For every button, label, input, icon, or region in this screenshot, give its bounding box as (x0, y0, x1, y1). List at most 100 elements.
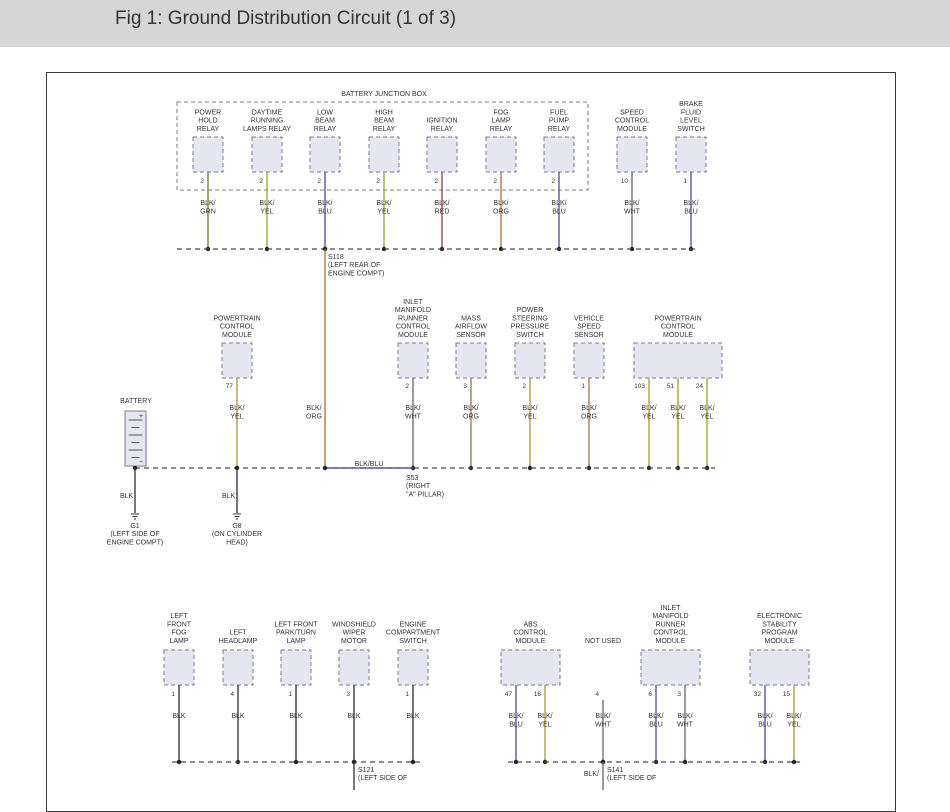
row1-component-8-pin-number: 1 (683, 178, 687, 185)
splice-s141-note: (LEFT SIDE OF (607, 775, 656, 782)
row3-component-3-box (338, 649, 370, 686)
row1-component-5-label: LAMP (491, 118, 510, 125)
row3-component-8-wire-label: BLK/ (757, 713, 772, 720)
row1-component-7-wire-label: WHT (624, 208, 641, 215)
row2-component-4-pin-number: 1 (581, 383, 585, 390)
ground-G8-wire-label: BLK (222, 493, 236, 500)
row1-component-7-label: CONTROL (615, 118, 649, 125)
row3-component-8-label: MODULE (765, 638, 795, 645)
row3-component-2-label: LAMP (286, 638, 305, 645)
row1-component-1-pin-number: 2 (259, 178, 263, 185)
row3-component-5-wire-label: YEL (538, 721, 551, 728)
row2-component-0-label: CONTROL (220, 324, 254, 331)
row1-component-3-label: HIGH (375, 109, 393, 116)
row3-component-8-label: ELECTRONIC (757, 613, 802, 620)
row1-component-2-label: RELAY (314, 126, 337, 133)
splice-s118-note: (LEFT REAR OF (328, 262, 380, 269)
row3-component-3-label: WIPER (343, 630, 366, 637)
row3-component-8-wire-label: BLU (758, 721, 772, 728)
row1-component-4-label: IGNITION (426, 118, 457, 125)
row1-component-4-wire-label: BLK/ (434, 200, 449, 207)
row1-component-5-pin-number: 2 (493, 178, 497, 185)
row2-component-1-label: CONTROL (396, 324, 430, 331)
row3-component-5-label: CONTROL (513, 630, 547, 637)
figure-title: Fig 1: Ground Distribution Circuit (1 of… (115, 8, 457, 29)
row2-bus-wire-label: BLK/BLU (355, 461, 384, 468)
row1-component-0-wire-label: GRN (200, 208, 216, 215)
row3-component-6-pin-number: 4 (595, 691, 599, 698)
row1-component-5-wire-label: BLK/ (493, 200, 508, 207)
row2-component-4-label: VEHICLE (574, 315, 604, 322)
row3-component-7-wire-label: WHT (677, 721, 694, 728)
row3-component-0-label: LAMP (169, 638, 188, 645)
row3-component-7-label: MANIFOLD (652, 613, 688, 620)
row3-component-2-pin-number: 1 (288, 691, 292, 698)
row3-component-8-label: PROGRAM (761, 630, 797, 637)
row1-component-6-box (543, 136, 575, 173)
row1-component-2-box (309, 136, 341, 173)
row1-component-5-label: FOG (493, 109, 508, 116)
row3-component-1-label: HEADLAMP (219, 638, 258, 645)
row1-component-1-wire-label: YEL (260, 208, 273, 215)
row1-component-0-wire-label: BLK/ (200, 200, 215, 207)
row2-component-4-label: SPEED (577, 324, 601, 331)
row3-component-7-bus-dot (682, 759, 688, 765)
row1-component-8-box (675, 136, 707, 173)
row3-component-2-box (280, 649, 312, 686)
row3-component-7-label: CONTROL (653, 630, 687, 637)
row3-component-5-pin-number: 16 (534, 691, 542, 698)
row3-component-2-wire-label: BLK (289, 713, 303, 720)
row1-component-6-wire-label: BLU (552, 208, 566, 215)
row3-component-2-label: PARK/TURN (276, 630, 316, 637)
row1-component-8-label: LEVEL (680, 118, 702, 125)
row2-component-0-wire-label: YEL (230, 413, 243, 420)
row2-component-5-wire-label: BLK/ (699, 405, 714, 412)
row2-component-5-box (633, 342, 723, 379)
row2-component-0-wire-label: BLK/ (229, 405, 244, 412)
row3-component-0-label: LEFT (170, 613, 188, 620)
row1-component-3-label: BEAM (374, 118, 394, 125)
row3-component-5-pin-number: 47 (505, 691, 513, 698)
row1-component-6-label: RELAY (548, 126, 571, 133)
row1-component-2-wire-label: BLU (318, 208, 332, 215)
row2-component-0-box (221, 342, 253, 379)
row2-component-5-pin-number: 24 (696, 383, 704, 390)
row2-component-5-pin-number: 103 (634, 383, 645, 390)
row3-component-4-box (397, 649, 429, 686)
battery-minus-sign: − (139, 459, 143, 466)
row2-component-1-wire-label: WHT (405, 413, 422, 420)
splice-s141-wire-label: BLK/ (584, 771, 599, 778)
row3-component-5-label: MODULE (516, 638, 546, 645)
row3-component-7-wire-label: BLK/ (648, 713, 663, 720)
row2-component-4-wire-label: BLK/ (581, 405, 596, 412)
row3-component-0-wire-label: BLK (172, 713, 186, 720)
row2-component-0-pin-number: 77 (226, 383, 234, 390)
row1-component-1-label: DAYTIME (252, 109, 283, 116)
row2-component-1-label: MANIFOLD (395, 307, 431, 314)
row2-component-1-label: INLET (403, 299, 424, 306)
row1-component-7-label: MODULE (617, 126, 647, 133)
row3-component-8-pin-number: 15 (783, 691, 791, 698)
row1-component-0-label: HOLD (198, 118, 217, 125)
row1-component-2-wire-label: BLK/ (317, 200, 332, 207)
row1-component-3-box (368, 136, 400, 173)
row3-component-4-pin-number: 1 (405, 691, 409, 698)
splice-s141-name: S141 (607, 767, 623, 774)
row1-component-5-label: RELAY (490, 126, 513, 133)
row2-component-3-box (514, 342, 546, 379)
row1-component-0-label: POWER (195, 109, 221, 116)
row3-component-0-bus-dot (176, 759, 182, 765)
row3-component-2-bus-dot (293, 759, 299, 765)
row2-component-0-label: MODULE (222, 332, 252, 339)
row1-component-6-label: PUMP (549, 118, 570, 125)
ground-G1-name: G1 (130, 523, 139, 530)
splice-s53-note: "A" PILLAR) (406, 491, 444, 498)
row3-component-7-wire-label: BLU (649, 721, 663, 728)
row3-component-6-wire-label: WHT (595, 721, 612, 728)
row2-component-1-pin-number: 2 (405, 383, 409, 390)
row1-component-0-label: RELAY (197, 126, 220, 133)
figure-header: Fig 1: Ground Distribution Circuit (1 of… (0, 0, 950, 47)
row1-component-8-wire-label: BLU (684, 208, 698, 215)
row3-component-0-label: FOG (171, 630, 186, 637)
row1-component-3-wire-label: YEL (377, 208, 390, 215)
